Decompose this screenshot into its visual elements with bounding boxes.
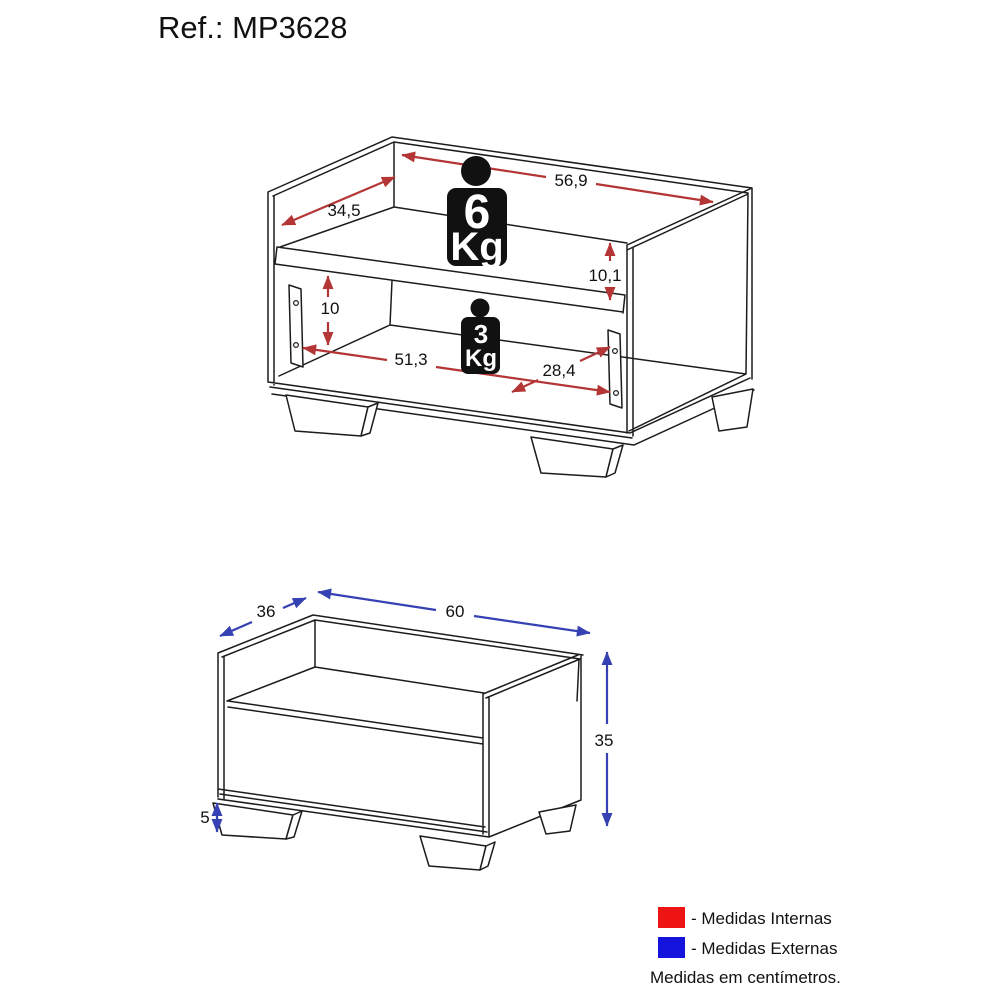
legend-external-label: - Medidas Externas xyxy=(691,939,837,958)
rail-board xyxy=(288,284,304,368)
screw-hole xyxy=(611,348,618,355)
external-dimensions xyxy=(211,588,613,833)
dimension-line xyxy=(317,588,437,612)
external-depth-label: 36 xyxy=(257,602,276,621)
drawer-rail-left xyxy=(288,284,304,368)
foot-side xyxy=(360,402,379,437)
drawer-rail-right xyxy=(607,329,623,409)
feet xyxy=(285,388,754,478)
dimension-line xyxy=(511,379,539,393)
cabinet-internal-outline xyxy=(267,136,755,446)
internal-width-label: 56,9 xyxy=(554,171,587,190)
shelf-weight-badge: 6 Kg xyxy=(447,156,507,269)
feet-height-label: 5 xyxy=(200,808,209,827)
page-title: Ref.: MP3628 xyxy=(158,10,348,45)
foot-side xyxy=(479,841,496,871)
weight-value: 3 xyxy=(474,319,488,349)
drawer-width-label: 51,3 xyxy=(394,350,427,369)
external-width-dimension xyxy=(317,588,591,637)
weight-body xyxy=(461,317,500,374)
weight-unit: Kg xyxy=(465,345,497,372)
foot xyxy=(285,394,369,437)
external-width-label: 60 xyxy=(446,602,465,621)
upper-gap-label: 10,1 xyxy=(588,266,621,285)
external-depth-dimension xyxy=(219,596,307,638)
dimension-line xyxy=(595,182,714,206)
legend-internal-swatch xyxy=(658,907,685,928)
legend: - Medidas Internas - Medidas Externas Me… xyxy=(650,907,841,987)
foot-side xyxy=(605,444,624,478)
legend-external-swatch xyxy=(658,937,685,958)
dimension-line xyxy=(579,346,611,362)
weight-handle xyxy=(470,298,490,318)
dimension-line xyxy=(473,614,591,637)
foot xyxy=(419,835,487,871)
internal-depth-dimension xyxy=(281,175,396,227)
foot xyxy=(530,436,614,478)
foot xyxy=(538,804,577,835)
feet xyxy=(212,802,577,871)
dimension-line xyxy=(281,175,396,227)
external-height-label: 35 xyxy=(595,731,614,750)
weight-unit: Kg xyxy=(450,225,503,269)
weight-value: 6 xyxy=(464,186,491,239)
legend-note: Medidas em centímetros. xyxy=(650,968,841,987)
dimension-line xyxy=(219,620,253,638)
cabinet-external-outline xyxy=(217,614,584,838)
screw-hole xyxy=(293,342,300,349)
foot xyxy=(711,388,754,432)
screw-hole xyxy=(293,300,300,307)
weight-handle xyxy=(461,156,491,186)
dimension-line xyxy=(302,344,388,362)
rail-board xyxy=(607,329,623,409)
legend-internal-label: - Medidas Internas xyxy=(691,909,832,928)
lower-gap-label: 10 xyxy=(321,299,340,318)
foot-side xyxy=(285,810,303,840)
external-view-drawing: 36 60 35 5 xyxy=(200,588,614,871)
screw-hole xyxy=(612,390,619,397)
drawer-depth-dimension xyxy=(511,346,611,393)
internal-depth-label: 34,5 xyxy=(327,201,360,220)
weight-body xyxy=(447,188,507,266)
drawer-weight-badge: 3 Kg xyxy=(461,298,500,374)
drawer-depth-label: 28,4 xyxy=(542,361,575,380)
dimension-line xyxy=(282,596,307,610)
internal-view-drawing: 56,9 34,5 10,1 10 51,3 28,4 6 Kg 3 Kg xyxy=(267,136,755,478)
